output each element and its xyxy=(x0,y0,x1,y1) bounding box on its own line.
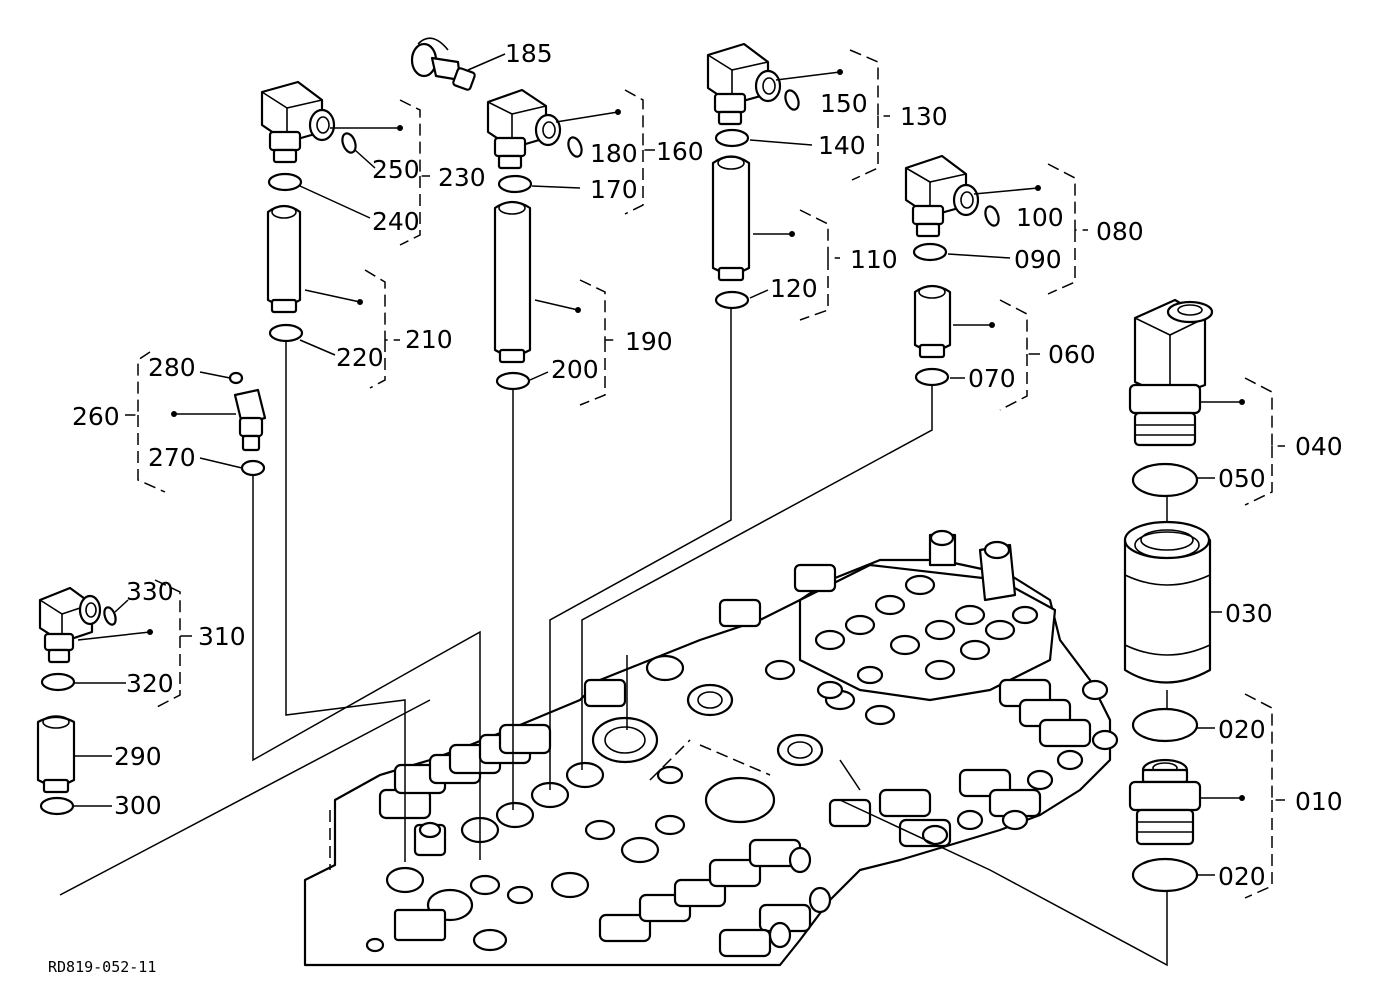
part-190-extension xyxy=(493,200,618,406)
callout-090: 090 xyxy=(1014,245,1062,274)
callout-110: 110 xyxy=(850,245,898,274)
control-valve-block xyxy=(303,529,1119,967)
part-110-extension xyxy=(711,155,840,321)
callout-290: 290 xyxy=(114,742,162,771)
callout-020-lower: 020 xyxy=(1218,862,1266,891)
callout-250: 250 xyxy=(372,155,420,184)
callout-010: 010 xyxy=(1295,787,1343,816)
part-080-elbow-fitting xyxy=(904,154,1088,295)
callout-100: 100 xyxy=(1016,203,1064,232)
callout-060: 060 xyxy=(1048,340,1096,369)
part-185-cap xyxy=(410,37,506,91)
callout-280: 280 xyxy=(148,353,196,382)
callout-160: 160 xyxy=(656,137,704,166)
callout-260: 260 xyxy=(72,402,120,431)
part-290-adapter xyxy=(36,715,112,816)
part-160-elbow-fitting xyxy=(486,88,655,215)
part-130-elbow-fitting xyxy=(706,42,890,181)
part-310-elbow-fitting xyxy=(38,579,192,709)
part-230-elbow-fitting xyxy=(260,80,430,246)
callout-210: 210 xyxy=(405,325,453,354)
callout-labels: 185 250 230 240 220 210 180 160 170 190 … xyxy=(48,39,1343,976)
callout-330: 330 xyxy=(126,577,174,606)
callout-270: 270 xyxy=(148,443,196,472)
callout-050: 050 xyxy=(1218,464,1266,493)
callout-240: 240 xyxy=(372,207,420,236)
callout-180: 180 xyxy=(590,139,638,168)
callout-230: 230 xyxy=(438,163,486,192)
part-060-adapter xyxy=(913,284,1040,411)
callout-185: 185 xyxy=(505,39,553,68)
callout-320: 320 xyxy=(126,669,174,698)
part-010-adapter xyxy=(1128,690,1285,899)
callout-310: 310 xyxy=(198,622,246,651)
callout-300: 300 xyxy=(114,791,162,820)
part-040-elbow-fitting xyxy=(1128,298,1285,506)
drawing-reference: RD819-052-11 xyxy=(48,958,156,976)
callout-080: 080 xyxy=(1096,217,1144,246)
callout-150: 150 xyxy=(820,89,868,118)
callout-030: 030 xyxy=(1225,599,1273,628)
callout-170: 170 xyxy=(590,175,638,204)
callout-120: 120 xyxy=(770,274,818,303)
callout-040: 040 xyxy=(1295,432,1343,461)
callout-070: 070 xyxy=(968,364,1016,393)
callout-200: 200 xyxy=(551,355,599,384)
part-030-extension xyxy=(1123,495,1222,684)
callout-190: 190 xyxy=(625,327,673,356)
part-260-fitting xyxy=(125,351,267,493)
part-210-extension xyxy=(266,204,400,389)
callout-130: 130 xyxy=(900,102,948,131)
callout-140: 140 xyxy=(818,131,866,160)
callout-220: 220 xyxy=(336,343,384,372)
assembly-center-lines xyxy=(59,308,1168,967)
callout-020-upper: 020 xyxy=(1218,715,1266,744)
